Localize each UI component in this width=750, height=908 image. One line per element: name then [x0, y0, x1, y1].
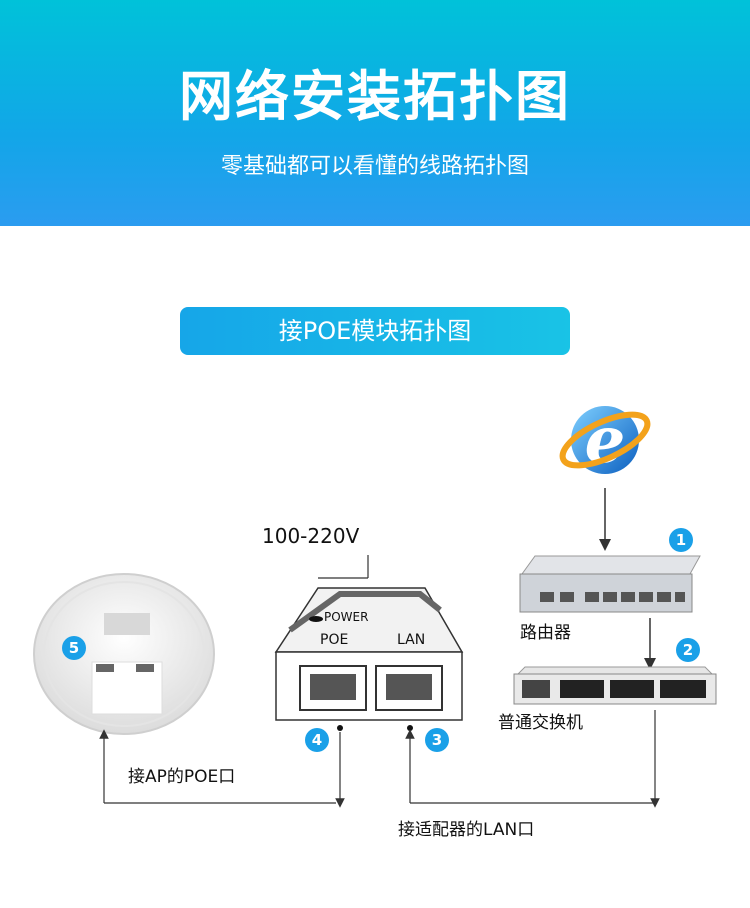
page-title: 网络安装拓扑图: [179, 65, 571, 128]
adapter-lan-label: 接适配器的LAN口: [398, 820, 535, 840]
header-banner: 网络安装拓扑图 零基础都可以看懂的线路拓扑图: [0, 0, 750, 226]
step-badge-2: 2: [676, 638, 700, 662]
ap-poe-label: 接AP的POE口: [128, 767, 236, 787]
poe-adapter: [274, 555, 464, 721]
switch-device: [513, 666, 717, 705]
step-badge-1: 1: [669, 528, 693, 552]
page-subtitle: 零基础都可以看懂的线路拓扑图: [220, 154, 529, 179]
lan-port-label: LAN: [397, 632, 426, 648]
poe-port-label: POE: [320, 632, 349, 648]
internet-explorer-icon: e: [559, 403, 651, 478]
step-badge-5: 5: [62, 636, 86, 660]
ap-device: [33, 573, 215, 735]
section-title: 接POE模块拓扑图: [180, 307, 570, 355]
router-device: [519, 555, 701, 613]
router-label: 路由器: [520, 623, 571, 643]
power-label: POWER: [324, 610, 369, 624]
switch-label: 普通交换机: [498, 713, 583, 733]
step-badge-4: 4: [305, 728, 329, 752]
step-badge-3: 3: [425, 728, 449, 752]
voltage-label: 100-220V: [262, 524, 360, 548]
